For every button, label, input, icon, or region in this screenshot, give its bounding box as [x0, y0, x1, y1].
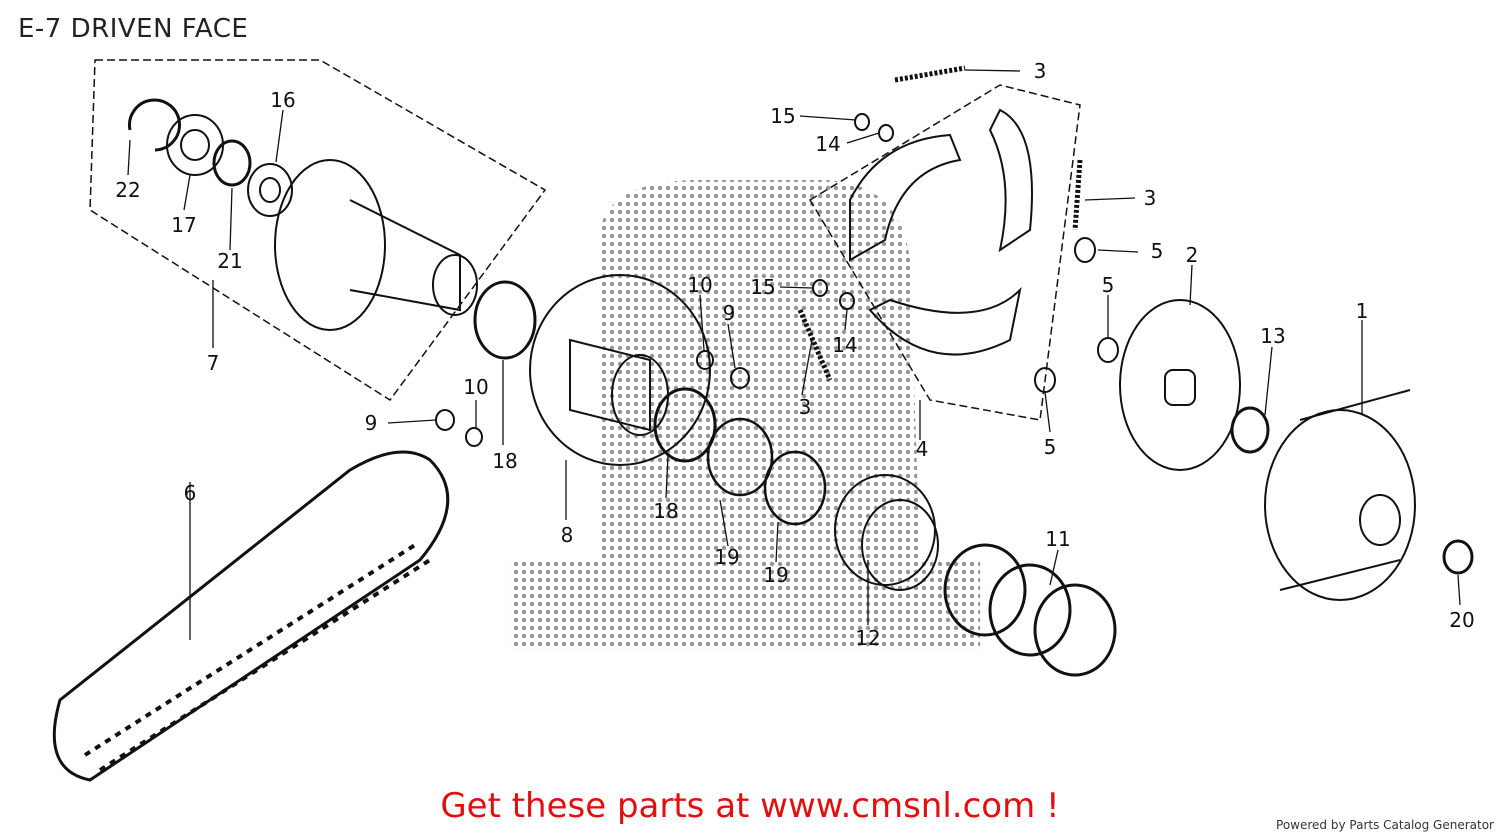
part-16-bearing — [247, 163, 293, 217]
part-1-clutch-outer — [1264, 409, 1416, 601]
part-18-seal-b — [653, 387, 717, 463]
label-21: 21 — [217, 249, 242, 273]
label-17: 17 — [171, 213, 196, 237]
label-2: 2 — [1186, 243, 1199, 267]
label-5b: 5 — [1102, 273, 1115, 297]
label-18b: 18 — [653, 499, 678, 523]
label-3b: 3 — [1144, 186, 1157, 210]
label-22: 22 — [115, 178, 140, 202]
watermark-logo — [510, 180, 980, 650]
label-5c: 5 — [1044, 435, 1057, 459]
part-18-seal — [473, 280, 537, 360]
label-9b: 9 — [723, 301, 736, 325]
leader-lines — [127, 69, 1461, 640]
label-5a: 5 — [1151, 239, 1164, 263]
label-1: 1 — [1356, 299, 1369, 323]
label-18a: 18 — [492, 449, 517, 473]
group-box-7 — [89, 59, 547, 402]
part-3-spring — [894, 65, 966, 83]
label-13: 13 — [1260, 324, 1285, 348]
part-7-driven-face — [274, 159, 386, 331]
label-16: 16 — [270, 88, 295, 112]
label-7: 7 — [207, 351, 220, 375]
part-15-washer — [854, 113, 870, 131]
part-19-oring-b — [763, 450, 827, 526]
powered-by-text: Powered by Parts Catalog Generator — [1276, 818, 1494, 832]
label-3a: 3 — [1034, 59, 1047, 83]
part-14-washer — [878, 124, 894, 142]
part-8-movable-face — [529, 274, 711, 466]
label-6: 6 — [184, 481, 197, 505]
label-4: 4 — [916, 437, 929, 461]
label-19a: 19 — [714, 545, 739, 569]
part-9-bolt — [730, 367, 750, 389]
label-20: 20 — [1449, 608, 1474, 632]
part-13-nut — [1230, 406, 1270, 454]
cta-link-text[interactable]: Get these parts at www.cmsnl.com ! — [440, 786, 1060, 826]
part-21-ring — [212, 139, 252, 187]
part-10-collar — [696, 350, 714, 370]
part-22-circlip — [128, 98, 181, 152]
part-11-spring — [943, 543, 1027, 637]
label-9a: 9 — [365, 411, 378, 435]
label-15a: 15 — [770, 104, 795, 128]
part-4-clutch-shoe — [849, 133, 962, 262]
part-20-nut — [1442, 539, 1474, 575]
part-labels: 1 2 3 3 3 4 5 5 5 6 7 8 9 9 10 10 11 12 … — [115, 59, 1474, 650]
part-2-drive-plate — [1119, 299, 1241, 471]
label-10a: 10 — [463, 375, 488, 399]
label-3c: 3 — [799, 395, 812, 419]
label-14a: 14 — [815, 132, 840, 156]
part-6-drive-belt — [52, 450, 450, 782]
group-box-4 — [808, 84, 1081, 421]
label-14b: 14 — [832, 333, 857, 357]
label-12: 12 — [855, 626, 880, 650]
part-19-oring — [706, 417, 774, 497]
label-8: 8 — [561, 523, 574, 547]
label-19b: 19 — [763, 563, 788, 587]
part-5-collar — [1074, 237, 1096, 263]
label-11: 11 — [1045, 527, 1070, 551]
diagram-title: E-7 DRIVEN FACE — [18, 14, 249, 44]
label-10b: 10 — [687, 273, 712, 297]
label-15b: 15 — [750, 275, 775, 299]
